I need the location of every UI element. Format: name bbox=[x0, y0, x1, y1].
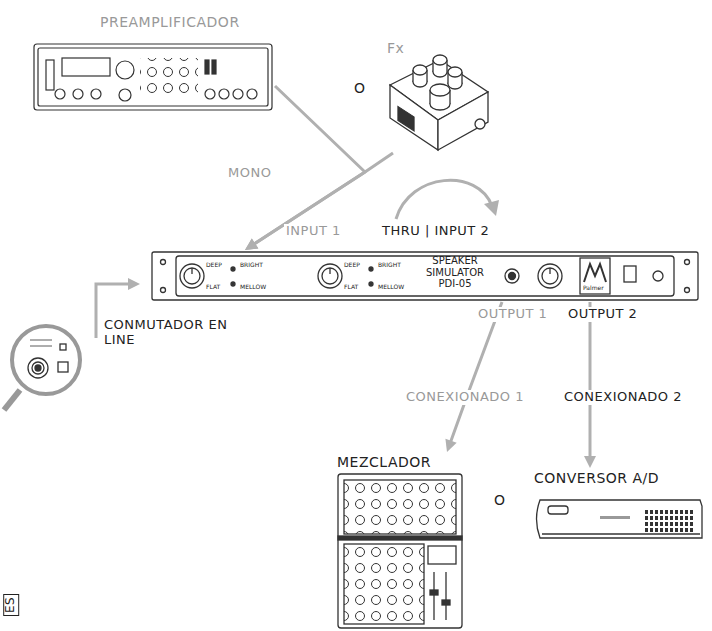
speaker-simulator-drawing bbox=[152, 252, 698, 300]
device-name: SPEAKER SIMULATOR PDI-05 bbox=[418, 255, 492, 290]
panel-marking: BRIGHT bbox=[378, 262, 401, 269]
preamp-drawing bbox=[34, 44, 272, 110]
device-name: Fx bbox=[387, 40, 404, 56]
port-label: OUTPUT 1 bbox=[476, 307, 549, 322]
port-label: O bbox=[492, 492, 508, 508]
fx-pedal-box: Fx bbox=[385, 38, 493, 153]
preamp-box: PREAMPLIFICADOR bbox=[30, 10, 275, 114]
port-label: THRU | INPUT 2 bbox=[380, 224, 491, 239]
signal-connector bbox=[445, 302, 502, 452]
panel-marking: FLAT bbox=[344, 284, 358, 291]
speaker-simulator-box: SPEAKER SIMULATOR PDI-05 bbox=[150, 250, 700, 302]
thru-loop-arrow bbox=[396, 180, 499, 219]
magnifier-callout bbox=[4, 326, 80, 410]
port-label: O bbox=[352, 80, 368, 96]
fx-pedal-drawing bbox=[390, 55, 488, 150]
connection-label: CONEXIONADO 2 bbox=[562, 390, 684, 405]
converter-box: CONVERSOR A/D bbox=[530, 468, 705, 542]
connection-label: CONEXIONADO 1 bbox=[404, 390, 526, 405]
device-name: CONVERSOR A/D bbox=[534, 470, 659, 486]
panel-marking: FLAT bbox=[206, 284, 220, 291]
panel-marking: MELLOW bbox=[240, 284, 266, 291]
panel-marking: DEEP bbox=[344, 262, 360, 269]
panel-marking: BRIGHT bbox=[240, 262, 263, 269]
mixer-box: MEZCLADOR bbox=[335, 452, 465, 630]
signal-connector bbox=[584, 302, 596, 468]
port-label: OUTPUT 2 bbox=[566, 307, 639, 322]
connection-label: MONO bbox=[226, 166, 273, 181]
port-label: INPUT 1 bbox=[284, 224, 343, 239]
panel-marking: MELLOW bbox=[378, 284, 404, 291]
device-name: MEZCLADOR bbox=[337, 454, 431, 470]
device-name: PREAMPLIFICADOR bbox=[100, 14, 240, 30]
panel-marking: DEEP bbox=[206, 262, 222, 269]
panel-marking: Palmer bbox=[583, 285, 604, 292]
mixer-drawing bbox=[338, 474, 462, 628]
converter-drawing bbox=[537, 500, 703, 538]
port-label: ES bbox=[3, 594, 19, 616]
port-label: CONMUTADOR EN LINE bbox=[102, 318, 246, 348]
